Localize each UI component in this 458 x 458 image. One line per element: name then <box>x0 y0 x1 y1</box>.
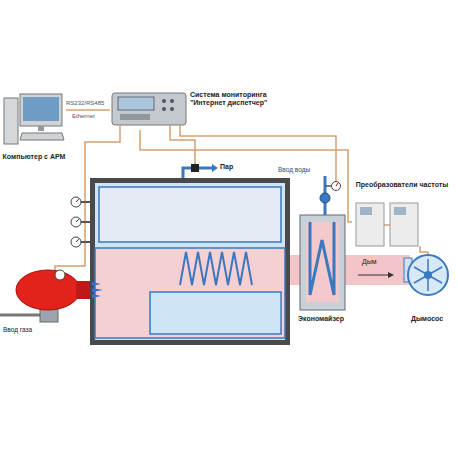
smoke-exhauster: Дымосос <box>398 242 456 324</box>
water-inlet <box>320 176 341 215</box>
text-group: Система мониторинга "Интернет диспетчер" <box>190 91 270 107</box>
flue-pass <box>95 248 285 338</box>
water-block <box>150 292 281 334</box>
wire <box>170 125 195 164</box>
burner <box>0 270 103 322</box>
boiler-shell <box>90 178 290 345</box>
gas-inlet-label: Ввод газа <box>3 326 32 333</box>
signal-wire <box>66 109 110 111</box>
interface-label: RS232/RS485 <box>66 100 104 107</box>
device-button <box>170 107 174 111</box>
computer-node: Компьютер с АРМ <box>2 92 66 162</box>
smoke-arrow <box>358 275 388 276</box>
steam-pipe <box>183 164 218 178</box>
pc-monitor <box>20 94 62 126</box>
flue-duct <box>345 255 410 285</box>
node-label: Дымосос <box>398 315 456 323</box>
frequency-converters: Преобразователи частоты <box>352 180 452 248</box>
coil <box>180 252 252 285</box>
boiler <box>90 178 290 345</box>
gauges <box>71 197 90 247</box>
pc-stand <box>38 126 44 131</box>
monitoring-device <box>112 93 186 125</box>
wire <box>180 125 336 181</box>
fan <box>404 255 448 295</box>
node-label: Компьютер с АРМ <box>2 153 66 161</box>
text-group: Экономайзер <box>296 315 346 323</box>
boiler-water <box>95 183 285 340</box>
water-inlet-label: Ввод воды <box>278 166 310 173</box>
smoke-arrowhead <box>388 272 394 278</box>
steam-space <box>99 187 281 242</box>
wire <box>420 246 428 255</box>
device-button <box>162 107 166 111</box>
pc-keyboard <box>20 133 64 140</box>
device-keys <box>120 114 150 120</box>
text-group: Преобразователи частоты <box>352 181 452 189</box>
economizer: Экономайзер <box>296 212 346 324</box>
device-button <box>170 99 174 103</box>
signal-wire <box>140 130 352 222</box>
pc-tower <box>4 98 18 144</box>
text-group: Дымосос <box>398 315 456 323</box>
node-label: Система мониторинга "Интернет диспетчер" <box>190 91 270 107</box>
device-screen <box>118 97 154 110</box>
node-label: Преобразователи частоты <box>352 181 452 189</box>
monitoring-unit: Система мониторинга "Интернет диспетчер" <box>110 90 270 130</box>
node-label: Экономайзер <box>296 315 346 323</box>
interface-label: Ethernet <box>72 113 95 120</box>
flue-duct <box>290 255 300 285</box>
device-button <box>162 99 166 103</box>
steam-label: Пар <box>220 163 233 171</box>
converter-cabinets <box>356 203 418 246</box>
smoke-label: Дым <box>362 258 377 266</box>
text-group: Компьютер с АРМ <box>2 153 66 161</box>
computer-icon <box>4 94 64 144</box>
pc-screen <box>23 97 59 121</box>
wire <box>384 224 390 226</box>
economizer-body <box>300 215 345 310</box>
device-body <box>112 93 186 125</box>
